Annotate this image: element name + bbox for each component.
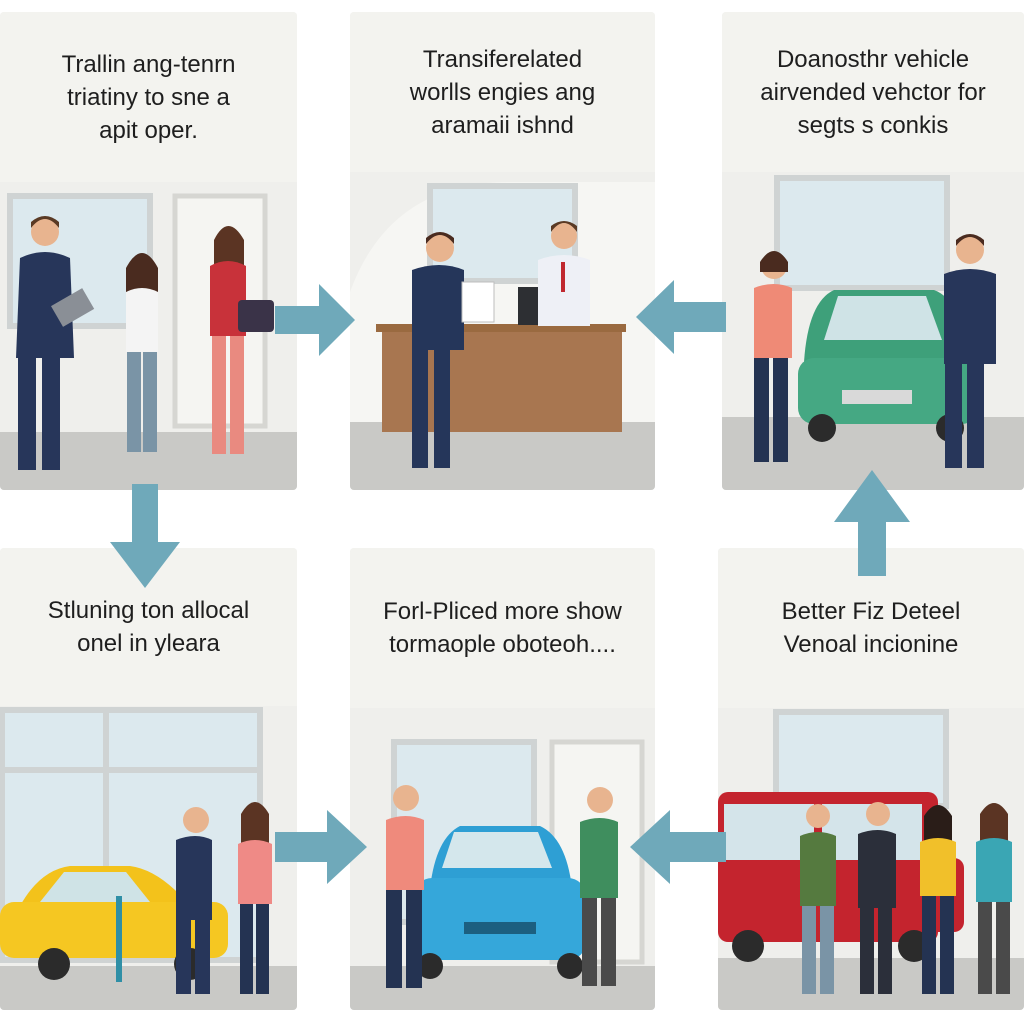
caption-line: Better Fiz Deteel: [781, 598, 961, 625]
caption-line: airvended vehctor for: [760, 78, 986, 106]
caption-line: Stluning ton allocal: [47, 597, 250, 624]
showroom-meeting-illustration: [0, 182, 297, 490]
caption-line: Forl-Pliced more show: [383, 598, 622, 625]
panel-step-4: Stluning ton allocal onel in yleara: [0, 548, 297, 1010]
panel-caption: Trallin ang-tenrn triatiny to sne a apit…: [0, 12, 297, 182]
panel-step-2: Transiferelated worlls engies ang aramai…: [350, 12, 655, 490]
office-desk-illustration: [350, 172, 655, 490]
caption-line: Trallin ang-tenrn: [61, 50, 236, 78]
arrow-left-icon: [636, 280, 726, 354]
panel-caption: Doanosthr vehicle airvended vehctor for …: [722, 12, 1024, 172]
panel-caption: Transiferelated worlls engies ang aramai…: [350, 12, 655, 172]
panel-caption: Forl-Pliced more show tormaople oboteoh.…: [350, 548, 655, 708]
panel-step-5: Forl-Pliced more show tormaople oboteoh.…: [350, 548, 655, 1010]
arrow-right-icon: [275, 284, 355, 356]
caption-line: triatiny to sne a: [67, 83, 230, 111]
caption-line: worlls engies ang: [409, 78, 596, 106]
arrow-down-icon: [110, 484, 180, 588]
car-handover-illustration: [722, 172, 1024, 490]
caption-line: aramaii ishnd: [431, 111, 574, 139]
caption-line: onel in yleara: [77, 630, 220, 657]
arrow-left-icon: [630, 810, 726, 884]
caption-line: Venoal incionine: [783, 631, 959, 658]
blue-car-showroom-illustration: [350, 708, 655, 1010]
caption-line: apit oper.: [99, 116, 198, 144]
caption-line: tormaople oboteoh....: [389, 631, 616, 658]
panel-step-1: Trallin ang-tenrn triatiny to sne a apit…: [0, 12, 297, 490]
yellow-car-showroom-illustration: [0, 706, 297, 1010]
red-van-group-illustration: [718, 708, 1024, 1010]
caption-line: Doanosthr vehicle: [776, 45, 970, 73]
panel-step-6: Better Fiz Deteel Venoal incionine: [718, 548, 1024, 1010]
arrow-up-icon: [834, 470, 910, 576]
caption-line: Transiferelated: [422, 45, 583, 73]
caption-line: segts s conkis: [797, 111, 949, 139]
arrow-right-icon: [275, 810, 367, 884]
panel-step-3: Doanosthr vehicle airvended vehctor for …: [722, 12, 1024, 490]
